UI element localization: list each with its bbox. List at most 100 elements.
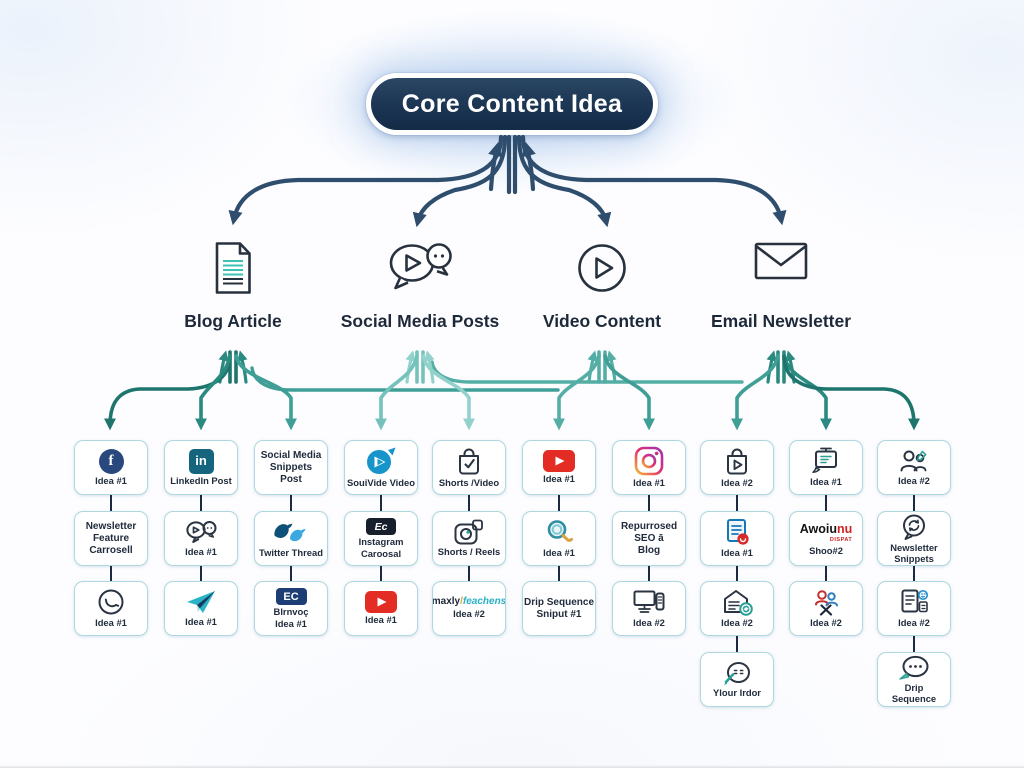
category-label: Email Newsletter [710,311,852,331]
column-connector-line [735,495,739,511]
idea-card-label: SEO ā [634,532,664,544]
document-red-badge-icon [723,518,751,546]
column-connector-line [379,566,383,581]
twitter-birds-icon [273,519,309,546]
column-connector-line [647,495,651,511]
camera-icon [454,519,484,545]
idea-card-label: Twitter Thread [259,546,323,558]
phone-call-icon [97,588,125,616]
idea-card-label: Idea #1 [543,473,575,485]
idea-card-label: Sniput #1 [536,608,582,620]
shopping-bag-check-icon [455,446,483,476]
idea-card: Idea #1 [74,581,148,636]
idea-card: Idea #1 [612,440,686,495]
idea-card: Idea #2 [700,440,774,495]
category-email-newsletter: Email Newsletter [701,241,861,332]
idea-card-label: Drip Sequence [523,596,595,608]
idea-card: Twitter Thread [254,511,328,566]
maxly-logo: maxly/feachens [432,596,506,608]
idea-card: Idea #2 [612,581,686,636]
idea-card-label: Idea #1 [185,616,217,628]
instagram-icon [634,446,664,476]
idea-card-label: Idea #1 [185,545,217,557]
idea-card-label: Instagram [358,536,404,548]
idea-card-label: Snippets [894,553,934,564]
column-connector-line [557,566,561,581]
idea-card-label: Blog [637,544,661,556]
idea-card-label: Ylour Irdor [713,687,761,699]
column-connector-line [467,495,471,511]
idea-card-label: Idea #1 [633,477,665,489]
idea-card-label: Idea #2 [453,608,485,620]
column-connector-line [289,566,293,581]
presentation-chat-icon [811,447,841,475]
idea-card-label: Social Media [260,449,322,461]
idea-card: Idea #1 [522,511,596,566]
idea-card-label: Idea #2 [898,617,930,629]
people-red-blue-icon [812,589,840,616]
core-idea-node: Core Content Idea [366,73,658,135]
idea-card: Shorts /Video [432,440,506,495]
linkedin-icon: in [188,448,214,474]
category-video-content: Video Content [522,241,682,332]
column-connector-line [557,495,561,511]
idea-card: Idea #2 [700,581,774,636]
idea-card: Idea #1 [700,511,774,566]
column-connector-line [735,566,739,581]
idea-card-label: Repurrosed [620,520,678,532]
idea-card-label: Idea #1 [95,474,127,486]
idea-card-label: LinkedIn Post [170,474,232,486]
idea-card: Idea #2 [877,440,951,495]
category-label: Video Content [542,311,662,331]
idea-card-label: Idea #2 [721,617,753,629]
chat-play-small-icon [185,520,217,545]
chat-refresh-icon [899,513,929,541]
idea-card-label: Drip [904,681,924,693]
people-pencil-icon [899,449,929,474]
column-connector-line [109,566,113,581]
column-connector-line [109,495,113,511]
idea-card: Idea #2 [877,581,951,636]
chat-dots-icon [898,655,930,681]
idea-card-label: Idea #1 [810,476,842,488]
idea-card-label: Idea #1 [365,614,397,626]
idea-card: Idea #1 [522,440,596,495]
idea-card-label: Newsletter [85,520,137,532]
idea-card: SouiVide Video [344,440,418,495]
idea-card: Idea #1 [164,511,238,566]
idea-card-label: Idea #2 [633,617,665,629]
idea-card: Shorts / Reels [432,511,506,566]
youtube-icon [365,591,397,614]
idea-card-label: Blrnvoç [273,606,309,618]
idea-card-label: Idea #1 [95,617,127,629]
idea-card: Idea #1 [789,440,863,495]
idea-card-label: Newsletter [890,541,938,553]
idea-card-label: Idea #1 [275,617,307,629]
category-branch-arrows [104,350,920,431]
smiley-pencil-icon [722,660,752,686]
idea-card-label: Idea #2 [810,616,842,628]
column-connector-line [467,566,471,581]
idea-card: Idea #2 [789,581,863,636]
envelope-icon [753,241,809,301]
column-connector-line [912,495,916,511]
core-idea-label: Core Content Idea [401,89,623,118]
ig-badge-icon: Ec [366,518,396,536]
column-connector-line [735,636,739,652]
idea-card-label: Idea #2 [721,477,753,489]
idea-card-label: Idea #1 [543,547,575,559]
column-connector-line [379,495,383,511]
idea-card-label: Shoo#2 [809,544,843,556]
